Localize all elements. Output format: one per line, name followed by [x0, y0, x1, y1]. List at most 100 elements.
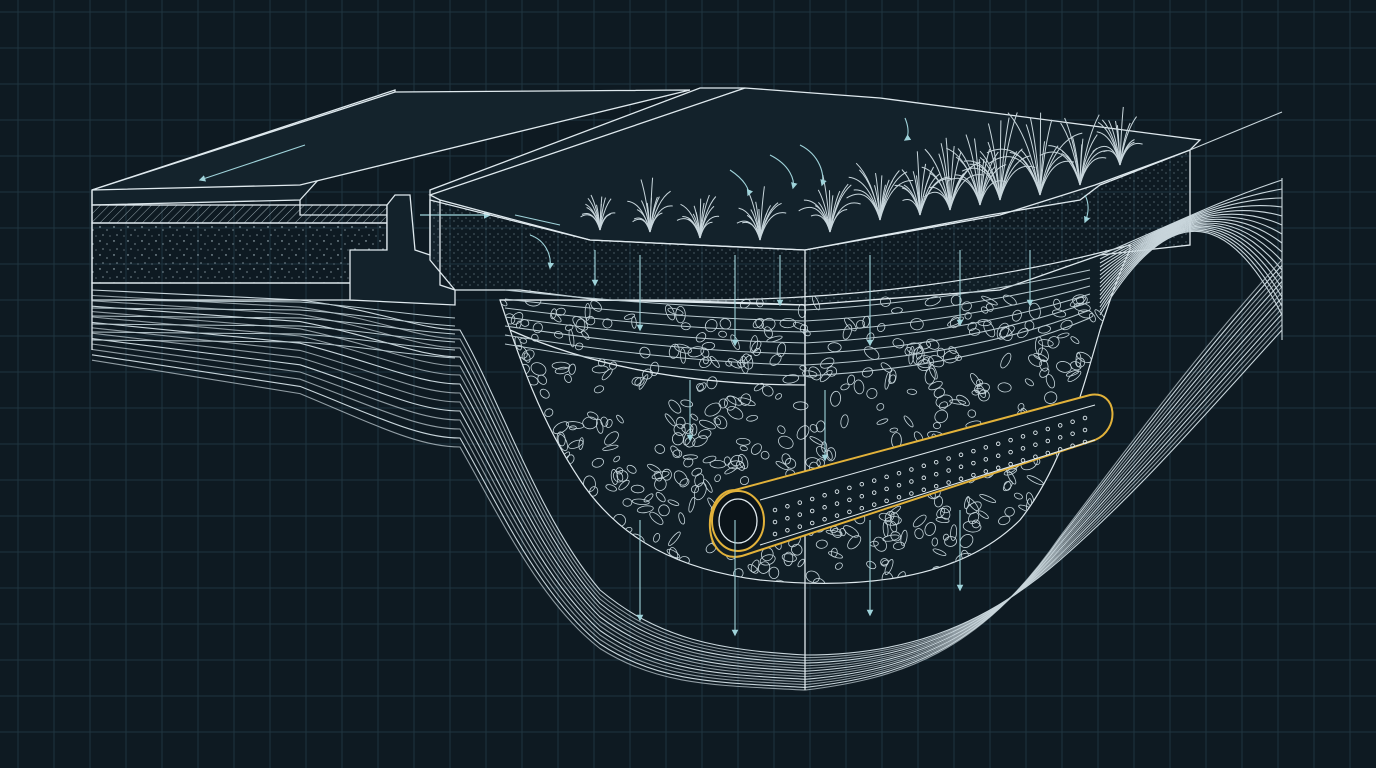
gravel-stone	[842, 324, 853, 340]
gravel-stone	[796, 425, 810, 440]
gravel-stone	[1070, 336, 1080, 344]
gravel-stone	[876, 418, 889, 425]
gravel-stone	[724, 466, 737, 475]
gravel-stone	[666, 548, 680, 559]
gravel-stone	[747, 564, 759, 574]
gravel-stone	[944, 580, 957, 584]
gravel-stone	[695, 332, 707, 343]
perforation	[909, 491, 914, 496]
gravel-stone	[791, 543, 803, 556]
right-strata	[1099, 111, 1283, 340]
soil-line	[504, 343, 806, 377]
gravel-stone	[944, 536, 957, 547]
gravel-stone	[928, 363, 938, 380]
gravel-stone	[574, 502, 591, 511]
perforation	[871, 502, 877, 507]
soil-line	[804, 309, 1091, 366]
gravel-stone	[704, 402, 722, 417]
gravel-stone	[853, 379, 865, 395]
gravel-stone	[703, 478, 713, 493]
gravel-stone	[681, 423, 694, 434]
gravel-stone	[593, 385, 605, 394]
perforation	[971, 448, 976, 454]
gravel-stone	[556, 431, 566, 447]
gravel-stone	[877, 322, 886, 333]
strata-line	[91, 259, 1283, 691]
gravel-stone	[718, 330, 727, 338]
grass-blade	[859, 169, 881, 221]
gravel-stone	[998, 515, 1011, 526]
gravel-stone	[519, 426, 530, 441]
gravel-stone	[568, 329, 575, 348]
gravel-stone	[1073, 302, 1091, 312]
perforation	[884, 474, 889, 480]
gravel-stone	[699, 356, 712, 369]
gravel-stone	[936, 347, 946, 358]
gravel-stone	[864, 346, 880, 360]
perforation	[1020, 458, 1026, 463]
gravel-stone	[949, 399, 967, 405]
gravel-stone	[1047, 336, 1060, 349]
gravel-stone	[1085, 465, 1097, 477]
gravel-stone	[914, 528, 924, 540]
gravel-stone	[697, 382, 707, 392]
strata-line	[1099, 209, 1283, 272]
gravel-stone	[798, 593, 808, 603]
gravel-stone	[616, 414, 624, 424]
gravel-stone	[626, 464, 637, 474]
gravel-stone	[562, 509, 574, 525]
gravel-stone	[508, 563, 524, 569]
strata-line	[91, 264, 1283, 688]
gravel-stone	[589, 486, 599, 497]
gravel-stone	[1065, 481, 1078, 497]
perforation	[1033, 430, 1038, 435]
pavement-line	[91, 331, 456, 351]
perforation	[946, 480, 951, 485]
gravel-stone	[582, 416, 598, 430]
perforation	[785, 516, 790, 521]
gravel-stone	[954, 590, 965, 601]
gravel-stone	[714, 474, 721, 483]
strata-line	[1099, 229, 1283, 312]
gravel-stone	[1000, 352, 1012, 369]
gravel-stone	[740, 393, 752, 406]
grass-blade	[1029, 117, 1041, 196]
gravel-stone	[726, 406, 744, 420]
strata-line	[91, 281, 1283, 680]
gravel-stone	[544, 408, 554, 418]
gravel-stone	[1088, 313, 1096, 323]
gravel-stone	[1093, 378, 1105, 386]
gravel-stone	[584, 303, 591, 321]
gravel-stone	[1003, 468, 1018, 476]
gravel-stone	[923, 357, 929, 364]
gravel-stone	[618, 479, 630, 491]
gravel-stone	[1109, 575, 1128, 584]
gravel-stone	[690, 423, 698, 436]
flow-arrows	[198, 117, 1091, 637]
strata-line	[1099, 188, 1283, 260]
gravel-stone	[658, 504, 670, 517]
gravel-stone	[723, 456, 731, 466]
gravel-stone	[602, 444, 619, 451]
gravel-stone	[698, 419, 716, 430]
gravel-stone	[539, 388, 550, 399]
grass-blade	[1072, 136, 1081, 186]
perforation	[797, 524, 803, 529]
gravel-stone	[667, 307, 684, 316]
gravel-stone	[1089, 580, 1104, 584]
perforation	[1045, 438, 1051, 444]
perforation	[1082, 439, 1088, 445]
gravel-stone	[866, 388, 878, 399]
gravel-stone	[609, 545, 623, 557]
gravel-stone	[719, 318, 732, 330]
gravel-stone	[970, 373, 981, 388]
pavement-line	[91, 307, 456, 327]
perforation	[896, 482, 902, 488]
gravel-stone	[977, 384, 986, 398]
gravel-stone	[809, 424, 818, 433]
gravel-stone	[568, 439, 584, 449]
gravel-stone	[815, 539, 828, 549]
gravel-stone	[565, 421, 585, 429]
